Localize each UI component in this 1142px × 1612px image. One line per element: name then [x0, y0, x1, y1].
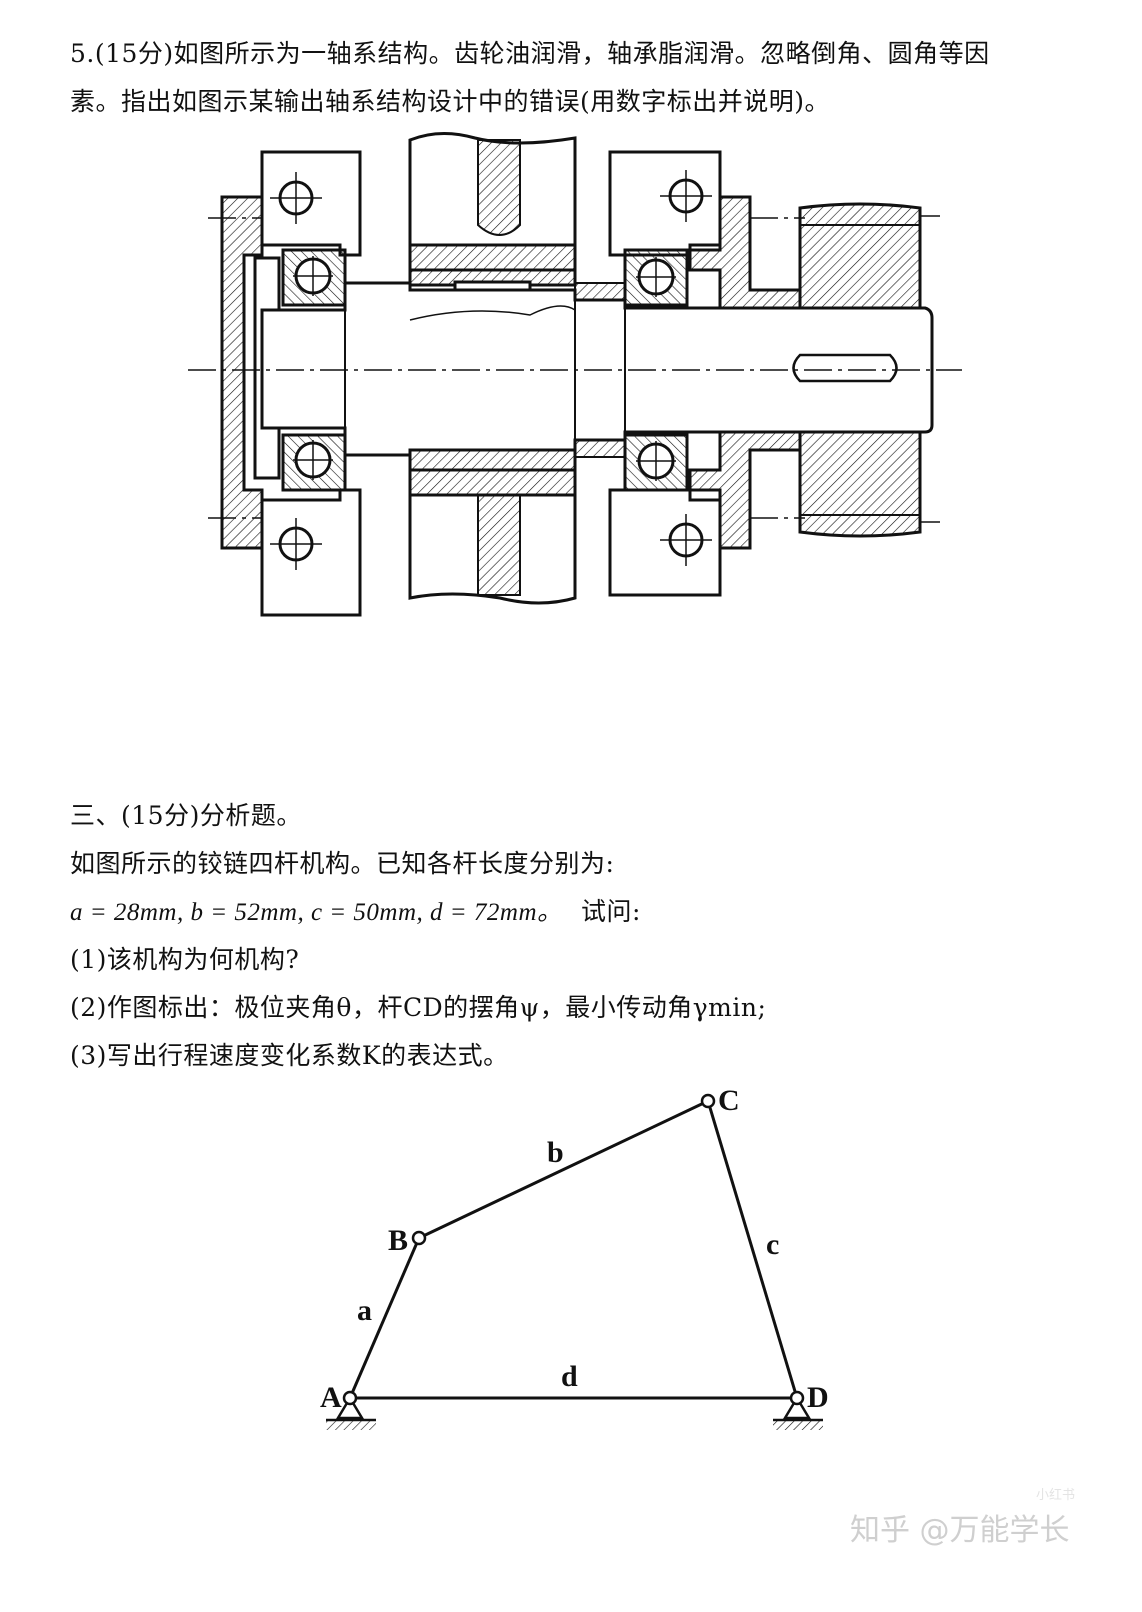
- link-a: [348, 1237, 421, 1399]
- section-3-question-2: (2)作图标出：极位夹角θ，杆CD的摆角ψ，最小传动角γmin;: [70, 993, 767, 1022]
- link-b: [418, 1099, 709, 1240]
- ground-support-d: [773, 1395, 823, 1430]
- label-joint-a: A: [320, 1381, 342, 1414]
- question-5-line-2: 素。指出如图示某输出轴系结构设计中的错误(用数字标出并说明)。: [70, 87, 831, 116]
- centerlines: [188, 215, 962, 523]
- ground-support-a: [326, 1395, 376, 1430]
- right-bearing-bottom: [623, 433, 689, 492]
- label-joint-b: B: [388, 1224, 408, 1257]
- label-joint-d: D: [807, 1381, 829, 1414]
- coupling: [798, 202, 922, 538]
- left-end-cap: [220, 195, 281, 550]
- shaft-assembly-drawing: [188, 131, 962, 617]
- label-link-b: b: [547, 1136, 564, 1169]
- label-link-a: a: [357, 1294, 372, 1327]
- left-bearing-bottom: [281, 433, 347, 492]
- right-bearing-top: [623, 248, 689, 307]
- label-link-d: d: [561, 1360, 578, 1393]
- section-3-heading: 三、(15分)分析题。: [70, 801, 302, 830]
- joint-c: [700, 1093, 716, 1109]
- label-link-c: c: [766, 1228, 779, 1261]
- question-5-line-1: 5.(15分)如图所示为一轴系结构。齿轮油润滑，轴承脂润滑。忽略倒角、圆角等因: [70, 39, 990, 68]
- right-housing: [608, 150, 722, 597]
- left-bearing-top: [281, 248, 347, 307]
- joint-b: [411, 1230, 427, 1246]
- watermark: 知乎 @万能学长: [850, 1513, 1070, 1548]
- section-3-question-1: (1)该机构为何机构?: [70, 945, 300, 974]
- section-3-question-3: (3)写出行程速度变化系数K的表达式。: [70, 1041, 509, 1070]
- given-lengths: a = 28mm, b = 52mm, c = 50mm, d = 72mm。: [70, 899, 563, 926]
- joint-d: [789, 1390, 805, 1406]
- link-c: [706, 1100, 799, 1399]
- joint-a: [342, 1390, 358, 1406]
- given-ask: 试问:: [580, 897, 641, 926]
- watermark-stamp: 小红书: [1036, 1488, 1076, 1503]
- section-3-given: a = 28mm, b = 52mm, c = 50mm, d = 72mm。 …: [70, 896, 641, 929]
- left-housing: [260, 150, 362, 617]
- label-joint-c: C: [718, 1084, 740, 1117]
- section-3-intro: 如图所示的铰链四杆机构。已知各杆长度分别为:: [70, 849, 615, 878]
